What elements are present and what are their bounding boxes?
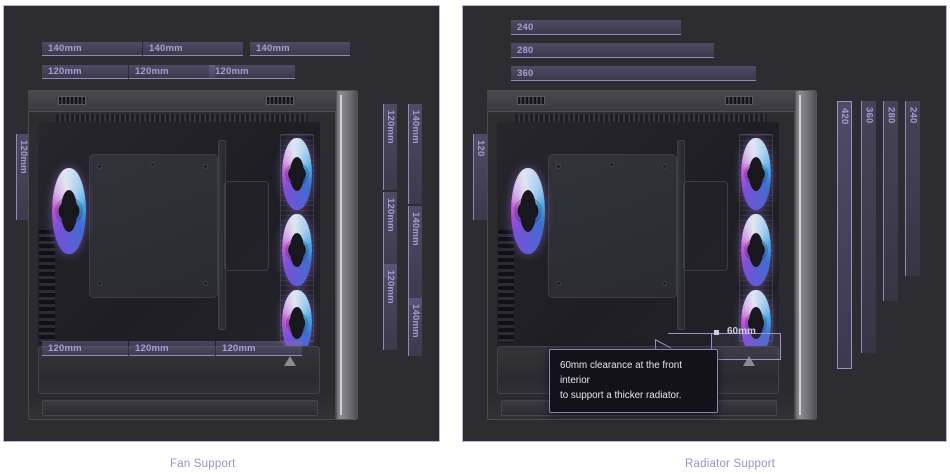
bar-top-280: 280 (511, 43, 714, 58)
callout-label-60mm: 60mm (727, 326, 756, 337)
bar-top-140-2: 140mm (143, 42, 243, 56)
drive-cage (39, 230, 55, 344)
bar-bottom-120-1: 120mm (42, 341, 128, 356)
psu-shroud (38, 346, 320, 394)
rear-fan (511, 168, 545, 254)
bar-top-120-3: 120mm (209, 65, 295, 79)
case-top-grill (515, 114, 767, 122)
bar-top-120-2: 120mm (129, 65, 215, 79)
cable-cutout (683, 180, 729, 272)
motherboard-tray (547, 153, 678, 299)
panel-radiator-support: 240 280 360 120 (462, 5, 947, 442)
bar-right-280: 280 (883, 101, 898, 301)
brand-triangle-icon (284, 356, 296, 366)
case-top-bar (487, 90, 795, 112)
bar-right-120-3: 120mm (383, 264, 397, 350)
bar-top-360: 360 (511, 66, 756, 81)
front-fan-bottom (282, 290, 312, 356)
case-top-vent-right (725, 96, 753, 105)
clearance-highlight-region (711, 333, 781, 360)
front-fan-top (282, 138, 312, 210)
caption-fan-support: Fan Support (170, 458, 236, 470)
clearance-tooltip: 60mm clearance at the front interior to … (549, 349, 718, 413)
bar-right-140-2: 140mm (408, 206, 422, 306)
case-top-bar (28, 90, 336, 112)
front-fan-mid (741, 214, 771, 286)
case-interior (38, 122, 320, 356)
bar-left-120: 120mm (16, 134, 30, 220)
bar-top-240: 240 (511, 20, 681, 35)
case-top-vent-left (58, 96, 86, 105)
bar-left-120-radiator: 120 (473, 134, 487, 220)
case-top-vent-left (517, 96, 545, 105)
callout-leader-horizontal (668, 333, 716, 334)
case-top-vent-right (266, 96, 294, 105)
rear-fan (52, 168, 86, 254)
panel-fan-support: 140mm 140mm 140mm 120mm 120mm 120mm 120m… (3, 5, 440, 442)
case-feet (42, 400, 318, 416)
front-fan-mid (282, 214, 312, 286)
pc-case-illustration-fan (28, 90, 358, 420)
cable-cover (218, 140, 227, 330)
bar-right-140-1: 140mm (408, 104, 422, 204)
case-top-grill (56, 114, 308, 122)
front-fan-bottom (741, 290, 771, 356)
bar-right-120-1: 120mm (383, 104, 397, 190)
bar-top-140-3: 140mm (250, 42, 350, 56)
cable-cover (677, 140, 686, 330)
bar-right-120-2: 120mm (383, 192, 397, 278)
callout-marker-icon (714, 330, 719, 335)
glass-side-panel (795, 90, 817, 420)
glass-side-panel (336, 90, 358, 420)
callout-leader-vertical (655, 340, 656, 350)
bar-right-360: 360 (861, 101, 876, 353)
bar-top-140-1: 140mm (42, 42, 142, 56)
front-fan-top (741, 138, 771, 210)
bar-top-120-1: 120mm (42, 65, 128, 79)
bar-right-140-3: 140mm (408, 298, 422, 356)
cable-cutout (224, 180, 270, 272)
brand-triangle-icon (743, 356, 755, 366)
bar-bottom-120-2: 120mm (129, 341, 215, 356)
bar-bottom-120-3: 120mm (216, 341, 302, 356)
bar-right-240: 240 (905, 101, 920, 276)
drive-cage (498, 230, 514, 344)
caption-radiator-support: Radiator Support (685, 458, 776, 470)
bar-right-420: 420 (837, 101, 852, 369)
case-interior (497, 122, 779, 356)
motherboard-tray (88, 153, 219, 299)
